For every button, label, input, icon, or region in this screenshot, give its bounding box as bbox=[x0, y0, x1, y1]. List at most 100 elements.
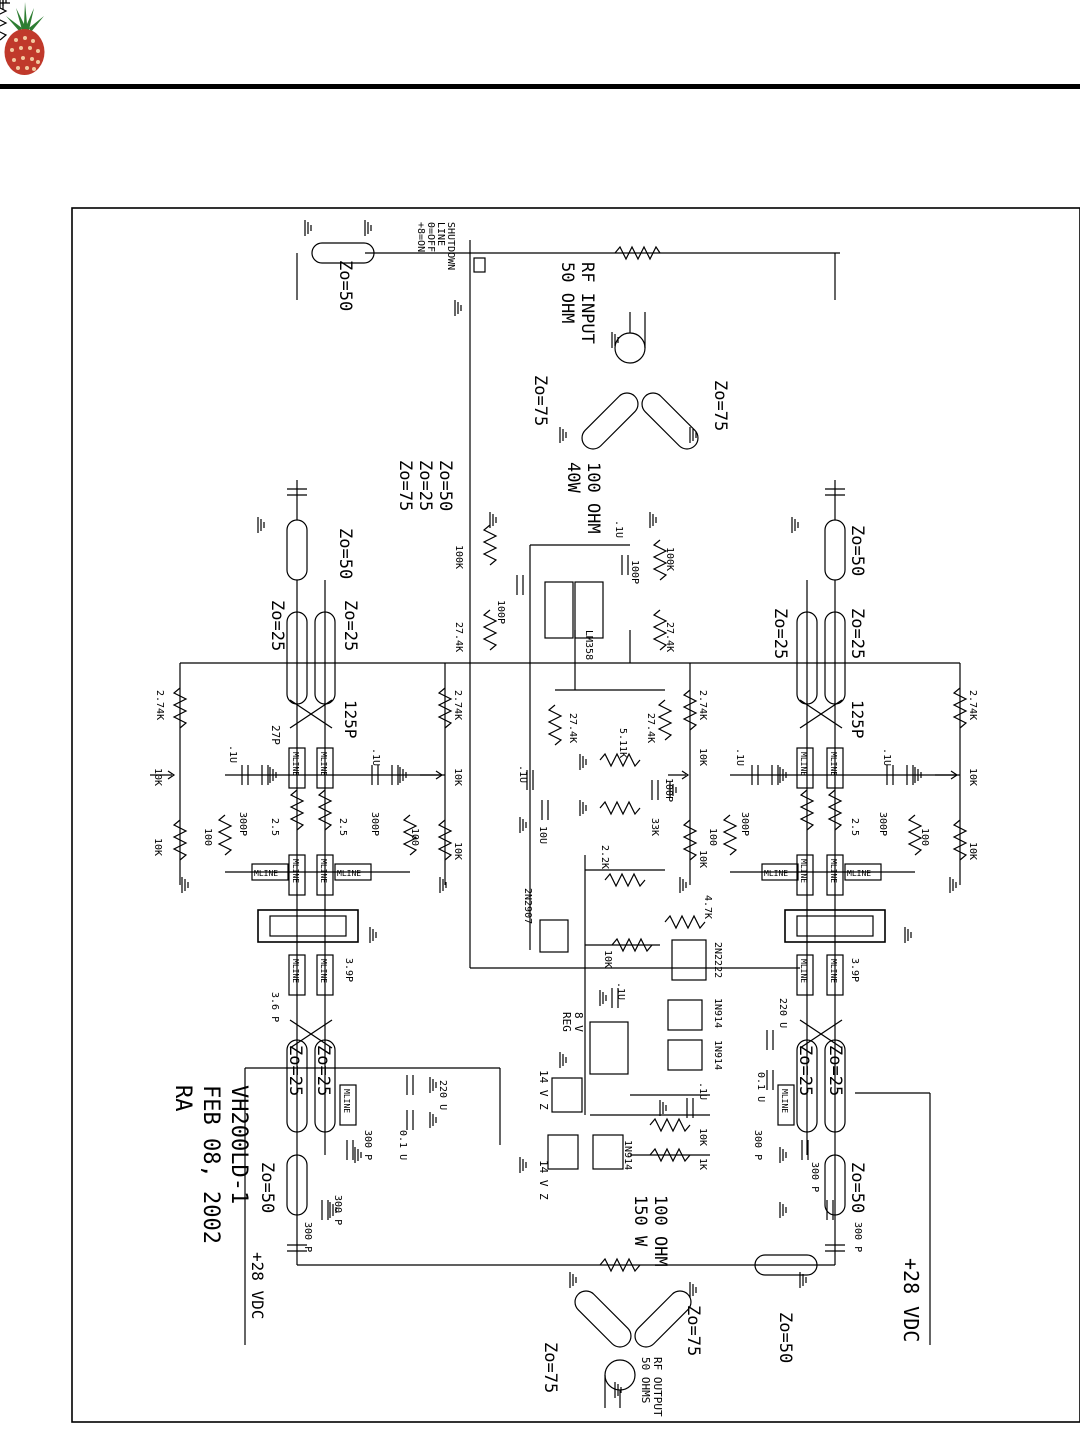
c300p-4: 300P bbox=[877, 812, 888, 836]
header-rule bbox=[0, 84, 1080, 89]
r33k: 33K bbox=[649, 818, 660, 836]
reg-voltage: 8 V bbox=[572, 1012, 585, 1032]
r100k-2: 100K bbox=[664, 547, 675, 571]
c3-9p-left: 3.9P bbox=[343, 958, 354, 982]
zo50-right-a: Zo=50 bbox=[847, 525, 867, 576]
zo50-left-c: Zo=50 bbox=[257, 1162, 277, 1213]
c3-9p-right: 3.9P bbox=[849, 958, 860, 982]
rf-output-impedance: 50 OHMS bbox=[639, 1357, 652, 1403]
mline-9: MLINE bbox=[342, 1089, 351, 1113]
c01u-left: 0.1 U bbox=[397, 1130, 408, 1160]
c27p-left: 27P bbox=[269, 725, 282, 745]
zo25-right-a: Zo=25 bbox=[770, 608, 790, 659]
cp1u-7: .1U bbox=[615, 982, 626, 1000]
supply-left-label: +28 VDC bbox=[248, 1252, 267, 1319]
zo50-left-a: Zo=50 bbox=[335, 260, 355, 311]
shutdown-off-label: 0=OFF bbox=[425, 222, 436, 252]
c100p-2: 100P bbox=[629, 560, 640, 584]
mline-10: MLINE bbox=[799, 752, 808, 776]
c220u-right: 220 U bbox=[777, 998, 788, 1028]
pot-10k-3: 10K bbox=[697, 748, 708, 766]
r100-3: 100 bbox=[707, 828, 718, 846]
r1k: 1K bbox=[697, 1158, 708, 1170]
r27-4k-3: 27.4K bbox=[567, 713, 578, 743]
c300p-1: 300P bbox=[237, 812, 248, 836]
c300p-10: 300 P bbox=[852, 1222, 863, 1252]
cp1u-8: .1U bbox=[697, 1082, 708, 1100]
mline-4: MLINE bbox=[319, 859, 328, 883]
r274k-1: 2.74K bbox=[154, 690, 165, 720]
output-load-power: 150 W bbox=[630, 1195, 650, 1247]
rf-input-label: RF INPUT bbox=[577, 262, 597, 344]
d1n914-2: 1N914 bbox=[712, 1040, 723, 1070]
c3-6p-left: 3.6 P bbox=[269, 992, 280, 1022]
zo25-right-d: Zo=25 bbox=[825, 1045, 845, 1096]
mline-6: MLINE bbox=[319, 959, 328, 983]
drawing-initials: RA bbox=[170, 1085, 195, 1112]
input-load-value: 100 OHM bbox=[583, 462, 603, 534]
c300p-5: 300 P bbox=[362, 1130, 373, 1160]
r100-4: 100 bbox=[919, 828, 930, 846]
zo50-left-b: Zo=50 bbox=[335, 528, 355, 579]
c300p-6: 300 P bbox=[752, 1130, 763, 1160]
r10k-3: 10K bbox=[697, 850, 708, 868]
r2-5-3: 2.5 bbox=[849, 818, 860, 836]
shutdown-line-label: LINE bbox=[435, 222, 446, 246]
zo75-output-left: Zo=75 bbox=[540, 1342, 560, 1393]
mline-12: MLINE bbox=[799, 859, 808, 883]
drawing-date: FEB 08, 2002 bbox=[198, 1085, 223, 1244]
mline-1: MLINE bbox=[291, 752, 300, 776]
mline-5: MLINE bbox=[291, 959, 300, 983]
zo25-left-d: Zo=25 bbox=[313, 1045, 333, 1096]
q2n2222: 2N2222 bbox=[712, 942, 723, 978]
cp1u-6: .1U bbox=[613, 520, 624, 538]
zo25-right-c: Zo=25 bbox=[795, 1045, 815, 1096]
zo75-input-right: Zo=75 bbox=[710, 380, 730, 431]
mline-11: MLINE bbox=[829, 752, 838, 776]
c300p-2: 300P bbox=[369, 812, 380, 836]
c300p-8: 300 P bbox=[809, 1162, 820, 1192]
r5-11k: 5.11K bbox=[617, 728, 628, 758]
microstrip-lines bbox=[251, 747, 882, 1126]
line-stack-75: Zo=75 bbox=[395, 460, 415, 511]
r27-4k-2: 27.4K bbox=[664, 622, 675, 652]
mline-18: MLINE bbox=[780, 1089, 789, 1113]
zo25-right-b: Zo=25 bbox=[847, 608, 867, 659]
d1n914-3: 1N914 bbox=[622, 1140, 633, 1170]
rf-input-impedance: 50 OHM bbox=[557, 262, 577, 323]
r274k-4: 2.74K bbox=[967, 690, 978, 720]
supply-right-label: +28 VDC bbox=[899, 1258, 923, 1342]
rf-output-label: RF OUTPUT bbox=[651, 1357, 664, 1417]
c125p-right: 125P bbox=[848, 700, 867, 739]
zo25-left-c: Zo=25 bbox=[285, 1045, 305, 1096]
r10k-5: 10K bbox=[602, 950, 613, 968]
model-number: VH200LD-1 bbox=[226, 1085, 251, 1204]
rf-connectors bbox=[604, 312, 646, 1408]
r10k-1: 10K bbox=[152, 838, 163, 856]
mline-17: MLINE bbox=[847, 869, 871, 878]
pot-10k-4: 10K bbox=[967, 768, 978, 786]
mline-7: MLINE bbox=[254, 869, 278, 878]
mline-3: MLINE bbox=[291, 859, 300, 883]
r27-4k-4: 27.4K bbox=[645, 713, 656, 743]
r100k-1: 100K bbox=[453, 545, 464, 569]
zo75-output-right: Zo=75 bbox=[683, 1305, 703, 1356]
mline-15: MLINE bbox=[829, 959, 838, 983]
r274k-3: 2.74K bbox=[697, 690, 708, 720]
mline-14: MLINE bbox=[799, 959, 808, 983]
line-stack-50: Zo=50 bbox=[435, 460, 455, 511]
rf-transistors bbox=[257, 909, 886, 943]
input-load-power: 40W bbox=[563, 462, 583, 493]
c100p-1: 100P bbox=[495, 600, 506, 624]
c125p-left: 125P bbox=[341, 700, 360, 739]
line-stack-25: Zo=25 bbox=[415, 460, 435, 511]
c300p-9: 300 P bbox=[302, 1222, 313, 1252]
mline-8: MLINE bbox=[337, 869, 361, 878]
c300p-3: 300P bbox=[739, 812, 750, 836]
cp1u-1: .1U bbox=[227, 745, 238, 763]
r100-2: 100 bbox=[409, 828, 420, 846]
r27-4k-1: 27.4K bbox=[453, 622, 464, 652]
zo25-left-b: Zo=25 bbox=[340, 600, 360, 651]
r2-2k: 2.2K bbox=[599, 845, 610, 869]
pineapple-logo-icon bbox=[4, 2, 45, 75]
